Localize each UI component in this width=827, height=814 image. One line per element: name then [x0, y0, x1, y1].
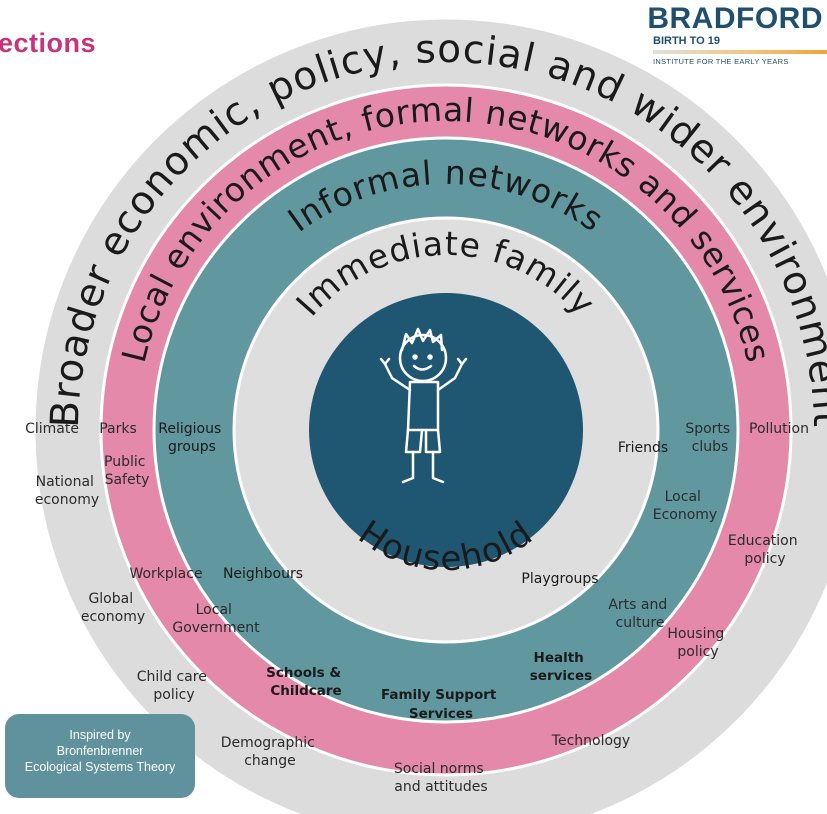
logo-tagline: INSTITUTE FOR THE EARLY YEARS: [653, 57, 789, 66]
label-parks: Parks: [99, 421, 137, 437]
label-neighbours: Neighbours: [223, 566, 303, 582]
label-climate: Climate: [25, 421, 79, 437]
label-arts-culture: Arts and culture: [608, 597, 671, 631]
logo-gradient-bar: [653, 50, 827, 54]
label-workplace: Workplace: [129, 566, 202, 582]
label-family-support: Family Support Services: [381, 687, 501, 722]
label-health-services: Health services: [530, 650, 592, 684]
child-icon: [379, 327, 468, 484]
label-housing-policy: Housing policy: [667, 626, 728, 660]
bradford-logo: BRADFORD BIRTH TO 19 INSTITUTE FOR THE E…: [622, 0, 827, 70]
label-social-norms: Social norms and attitudes: [394, 761, 488, 795]
credit-line-1: Inspired by: [69, 728, 131, 742]
label-friends: Friends: [618, 440, 668, 456]
center-circle: [309, 293, 583, 567]
label-national-economy: National economy: [35, 474, 99, 508]
label-public-safety: Public Safety: [104, 454, 150, 488]
label-education-policy: Education policy: [728, 533, 802, 567]
label-technology: Technology: [551, 733, 630, 749]
page-title: ections: [0, 28, 97, 58]
label-local-economy: Local Economy: [653, 489, 717, 523]
label-local-government: Local Government: [172, 602, 260, 636]
label-religious-groups: Religious groups: [158, 421, 225, 455]
label-pollution: Pollution: [749, 421, 809, 437]
label-schools-childcare: Schools & Childcare: [266, 665, 346, 699]
label-demographic-change: Demographic change: [221, 735, 320, 769]
credit-line-3: Ecological Systems Theory: [24, 760, 176, 774]
label-playgroups: Playgroups: [521, 571, 598, 587]
label-global-economy: Global economy: [81, 591, 145, 625]
logo-main-text: BRADFORD: [647, 2, 823, 35]
theory-credit-text: Inspired by Bronfenbrenner Ecological Sy…: [5, 727, 195, 775]
theory-credit-box: Inspired by Bronfenbrenner Ecological Sy…: [5, 714, 195, 798]
label-sports-clubs: Sports clubs: [685, 421, 734, 455]
credit-line-2: Bronfenbrenner: [56, 744, 144, 758]
logo-sub-text: BIRTH TO 19: [653, 35, 721, 47]
label-child-care-policy: Child care policy: [137, 669, 212, 703]
